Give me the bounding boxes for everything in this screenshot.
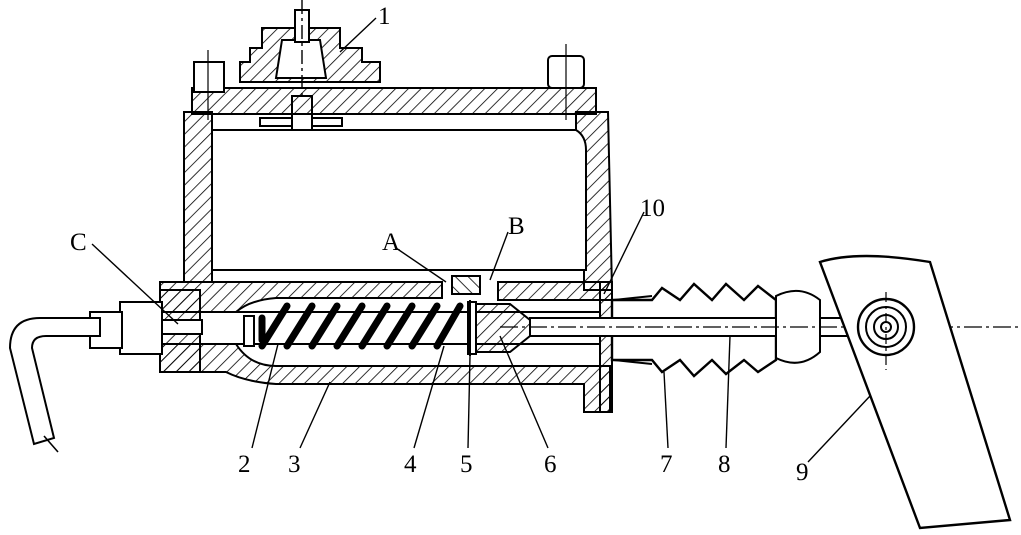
piston xyxy=(467,300,542,356)
label-6: 6 xyxy=(544,451,557,478)
reservoir-cap xyxy=(239,0,381,150)
reservoir-lid xyxy=(191,44,597,120)
return-spring xyxy=(243,302,464,350)
label-C: C xyxy=(70,229,87,256)
label-3: 3 xyxy=(288,451,301,478)
label-9: 9 xyxy=(796,459,809,486)
label-1: 1 xyxy=(378,3,391,30)
pedal-lever xyxy=(818,254,1012,530)
leader-lines xyxy=(91,17,871,463)
callout-labels: 1 C A B 10 2 3 4 5 6 7 8 9 xyxy=(70,3,809,486)
label-B: B xyxy=(508,213,525,240)
label-5: 5 xyxy=(460,451,473,478)
label-7: 7 xyxy=(660,451,673,478)
reservoir-body xyxy=(183,111,614,291)
label-8: 8 xyxy=(718,451,731,478)
label-10: 10 xyxy=(640,195,665,222)
label-4: 4 xyxy=(404,451,417,478)
label-A: A xyxy=(382,229,400,256)
label-2: 2 xyxy=(238,451,251,478)
push-rod xyxy=(500,289,1021,364)
brake-line xyxy=(8,301,203,453)
